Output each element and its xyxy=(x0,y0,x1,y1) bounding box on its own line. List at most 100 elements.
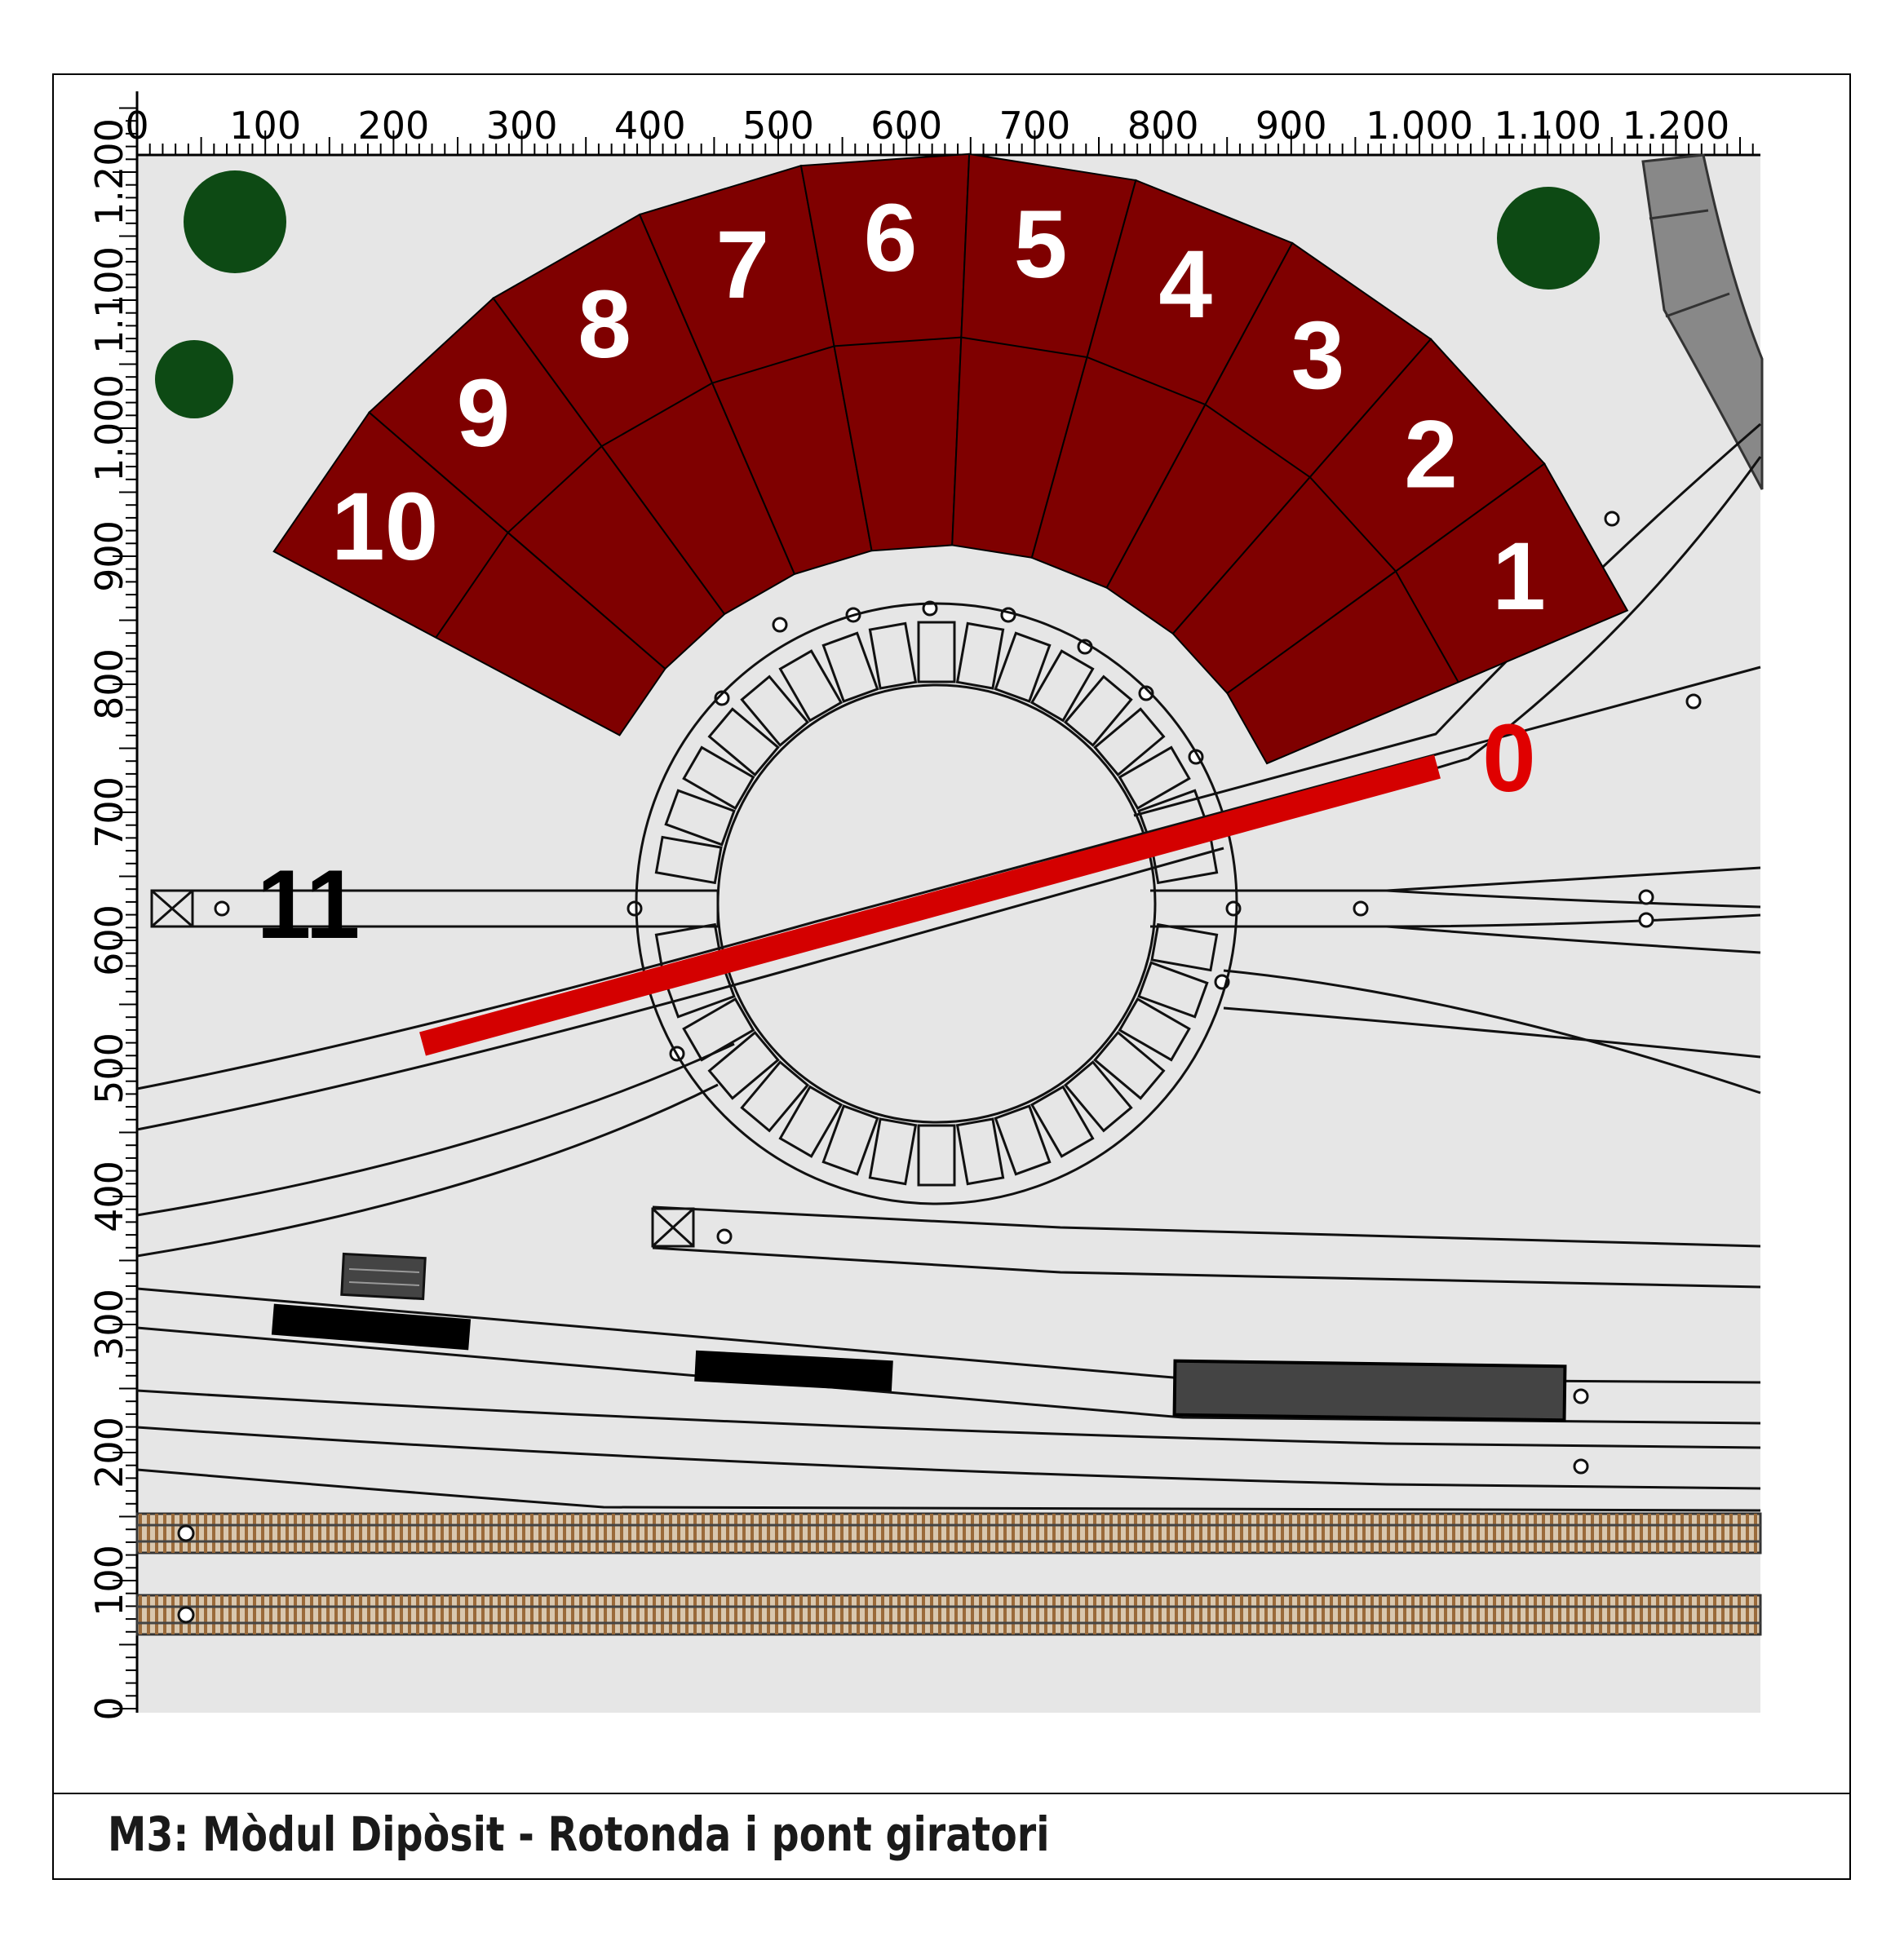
track-rail xyxy=(1386,925,1761,954)
track-rail xyxy=(1150,913,1761,928)
turntable-stall-track xyxy=(1118,745,1191,811)
stall-number: 7 xyxy=(715,211,769,319)
signal-marker xyxy=(1353,900,1369,917)
stall-number: 1 xyxy=(1492,523,1546,630)
turntable-stall-track xyxy=(707,707,780,777)
stall-number: 5 xyxy=(1014,191,1068,299)
turntable-stall-track xyxy=(994,631,1052,703)
ruler-label-y: 300 xyxy=(87,1289,131,1360)
stall-divider xyxy=(961,336,1087,358)
drawing-frame xyxy=(52,73,1851,1880)
turntable-stall-track xyxy=(1029,649,1095,723)
ruler-label-x: 600 xyxy=(870,104,942,148)
ruler-label-y: 1.100 xyxy=(87,246,131,354)
stall-divider xyxy=(711,345,835,384)
turntable-pit-inner xyxy=(716,683,1157,1124)
track-rail xyxy=(136,1042,735,1217)
turntable-stall-track xyxy=(682,745,755,811)
turntable-stall-track xyxy=(917,621,956,683)
turntable-stall-track xyxy=(821,1104,879,1176)
stall-divider xyxy=(507,445,603,533)
ruler-label-y: 600 xyxy=(87,904,131,976)
turntable xyxy=(635,602,1238,1205)
signal-marker xyxy=(1604,511,1620,527)
main-line-tracks xyxy=(135,1512,1762,1636)
track-signals xyxy=(214,511,1702,1475)
curved-platform-building xyxy=(1641,153,1764,490)
turntable-stall-track xyxy=(1029,1085,1095,1158)
track-11-label: 11 xyxy=(257,850,361,959)
signal-marker xyxy=(1638,912,1654,928)
turntable-stall-track xyxy=(654,835,723,885)
ruler-label-y: 700 xyxy=(87,776,131,848)
roundhouse-stall xyxy=(1226,462,1629,765)
signal-marker xyxy=(772,617,788,633)
ruler-label-x: 700 xyxy=(998,104,1070,148)
stall-number: 10 xyxy=(331,473,438,581)
turntable-bridge xyxy=(419,754,1441,1056)
signal-marker xyxy=(214,900,230,917)
ruler-label-y: 800 xyxy=(87,648,131,720)
ruler-label-x: 1.100 xyxy=(1494,104,1601,148)
turntable-stall-track xyxy=(1093,707,1166,777)
signal-marker xyxy=(716,1228,733,1245)
roundhouse xyxy=(272,153,1629,765)
signal-marker xyxy=(627,900,643,917)
stall-number: 8 xyxy=(578,271,631,378)
buffer-stop xyxy=(150,889,194,928)
turntable-stall-track xyxy=(821,631,879,703)
turntable-stall-track xyxy=(868,1117,918,1186)
signal-marker xyxy=(1685,693,1702,710)
ruler-label-x: 1.000 xyxy=(1366,104,1473,148)
signal-marker xyxy=(1573,1458,1589,1475)
turntable-stall-track xyxy=(740,674,810,747)
ruler-label-y: 1.000 xyxy=(87,374,131,482)
turntable-stall-track xyxy=(868,621,918,690)
ruler-left: 01002003004005006007008009001.0001.1001.… xyxy=(87,91,139,1721)
track-rail xyxy=(136,847,1224,1131)
ruler-label-y: 100 xyxy=(87,1545,131,1616)
turntable-stall-track xyxy=(740,1060,810,1133)
signal-marker xyxy=(922,600,938,617)
turntable-stall-track xyxy=(955,1117,1005,1186)
turntable-stall-track xyxy=(1063,674,1133,747)
ruler-label-y: 500 xyxy=(87,1033,131,1104)
turntable-pit-outer xyxy=(635,602,1238,1205)
stall-number: 4 xyxy=(1158,231,1212,338)
turntable-stall-track xyxy=(664,789,736,847)
stall-divider xyxy=(1395,570,1459,683)
stall-number: 6 xyxy=(864,184,918,292)
turntable-stall-track xyxy=(955,621,1005,690)
ruler-label-x: 500 xyxy=(742,104,814,148)
drawing-title: M3: Mòdul Dipòsit - Rotonda i pont girat… xyxy=(108,1807,1050,1862)
tree xyxy=(184,170,286,273)
track-rail xyxy=(1150,866,1761,892)
turntable-stall-track xyxy=(994,1104,1052,1176)
stall-divider xyxy=(435,532,509,639)
turntable-stall-track xyxy=(778,1085,844,1158)
stall-number: 3 xyxy=(1291,302,1345,409)
stall-number: 2 xyxy=(1404,401,1458,509)
turntable-label: 0 xyxy=(1482,705,1536,812)
turntable-stall-track xyxy=(1150,922,1219,972)
turntable-stall-track xyxy=(1118,997,1191,1062)
buffer-stop xyxy=(651,1207,695,1248)
track-rail xyxy=(652,1246,1761,1289)
turntable-stall-track xyxy=(1137,961,1209,1019)
ruler-label-y: 1.200 xyxy=(87,118,131,226)
signal-marker xyxy=(177,1524,195,1542)
ruler-label-x: 300 xyxy=(486,104,558,148)
track-rail xyxy=(136,1468,1761,1512)
turntable-stall-track xyxy=(1093,1030,1166,1100)
signal-marker xyxy=(1638,889,1654,905)
rolling-stock xyxy=(271,1252,1567,1422)
track-rail xyxy=(136,1287,1761,1384)
caption-bar xyxy=(52,1793,1851,1880)
signal-marker xyxy=(714,690,730,706)
signal-marker xyxy=(1573,1388,1589,1404)
track-rail xyxy=(652,1205,1761,1248)
ruler-label-x: 100 xyxy=(229,104,301,148)
track-rail xyxy=(136,1083,719,1258)
signal-marker xyxy=(1225,900,1242,917)
